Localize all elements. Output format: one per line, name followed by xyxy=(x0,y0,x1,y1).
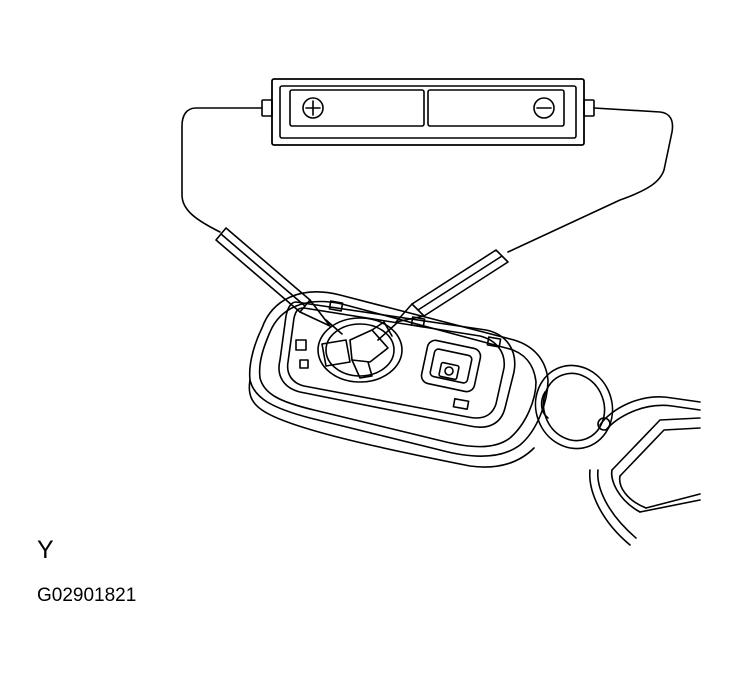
coin-battery-holder xyxy=(317,317,403,383)
test-lead-wires xyxy=(181,107,674,253)
figure-code: G02901821 xyxy=(37,585,137,606)
plus-terminal-icon xyxy=(302,97,324,119)
fob-inner-case xyxy=(278,300,516,428)
test-battery-pack xyxy=(261,78,595,146)
key-head xyxy=(589,396,701,546)
key-ring xyxy=(534,364,614,450)
fob-button-pad xyxy=(420,339,482,393)
view-label: Y xyxy=(37,536,54,564)
minus-terminal-icon xyxy=(533,97,555,119)
left-test-probe xyxy=(215,227,343,335)
right-test-probe xyxy=(377,249,509,341)
